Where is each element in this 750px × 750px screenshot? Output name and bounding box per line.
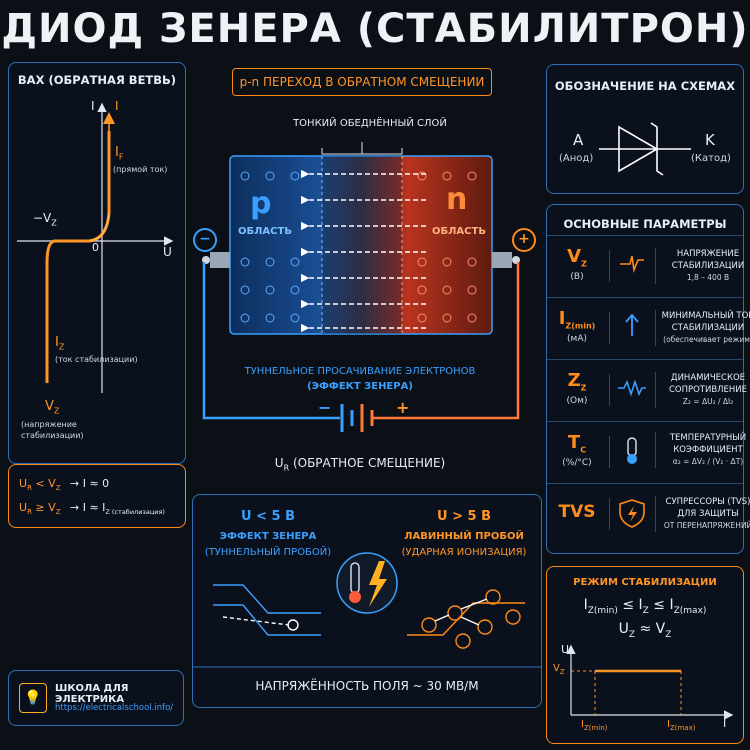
- shield-bolt-icon: [609, 498, 645, 530]
- breakdown-panel: U < 5 B ЭФФЕКТ ЗЕНЕРА (ТУННЕЛЬНЫЙ ПРОБОЙ…: [192, 494, 542, 708]
- vax-iz: IZ: [55, 335, 65, 352]
- zener-condition: U < 5 B: [241, 509, 295, 524]
- rule-1: UR < VZ → I ≈ 0: [19, 477, 110, 493]
- tunnel-text-2: (ЭФФЕКТ ЗЕНЕРА): [307, 381, 413, 392]
- vax-if: IF: [115, 145, 124, 162]
- vax-axis-u: U: [163, 245, 172, 259]
- stab-graph: [566, 644, 734, 720]
- param-symbol: TC: [567, 432, 587, 455]
- arrow-up-icon: [609, 312, 642, 344]
- cathode-label: K: [705, 131, 715, 149]
- avalanche-effect-sub: (УДАРНАЯ ИОНИЗАЦИЯ): [401, 547, 527, 558]
- junction-header: p-n ПЕРЕХОД В ОБРАТНОМ СМЕЩЕНИИ: [232, 68, 492, 96]
- param-unit: (мА): [567, 334, 587, 344]
- param-unit: (Ом): [566, 396, 588, 406]
- avalanche-sketch: [407, 589, 525, 649]
- param-unit: (%/°C): [562, 458, 592, 468]
- page-title: ДИОД ЗЕНЕРА (СТАБИЛИТРОН): [1, 6, 749, 52]
- junction-diagram: [202, 142, 520, 432]
- stab-title: РЕЖИМ СТАБИЛИЗАЦИИ: [573, 577, 717, 588]
- stab-izmin: IZ(min): [581, 719, 608, 732]
- stab-eq-2: UZ ≈ VZ: [618, 621, 672, 640]
- rule-2: UR ≥ VZ → I ≈ IZ (стабилизация): [19, 501, 165, 517]
- resistor-icon: [609, 374, 646, 406]
- vax-rules: UR < VZ → I ≈ 0 UR ≥ VZ → I ≈ IZ (стабил…: [8, 464, 186, 528]
- stab-izmax: IZ(max): [667, 719, 696, 732]
- depletion-label: ТОНКИЙ ОБЕДНЁННЫЙ СЛОЙ: [293, 118, 447, 129]
- tunnel-sketch: [213, 584, 321, 636]
- pn-block: [229, 155, 493, 335]
- stab-vz: VZ: [553, 663, 565, 676]
- vax-graph: [17, 102, 174, 393]
- zener-effect: ЭФФЕКТ ЗЕНЕРА: [219, 531, 317, 542]
- school-url[interactable]: https://electricalschool.info/: [55, 703, 174, 713]
- n-letter: n: [446, 182, 468, 217]
- thermometer-icon: [609, 436, 642, 468]
- p-letter: p: [250, 186, 272, 221]
- vax-neg-vz: −VZ: [33, 211, 57, 228]
- lightbulb-icon: 💡: [19, 683, 47, 713]
- vax-origin: 0: [92, 241, 99, 254]
- minus-terminal: −: [193, 228, 217, 252]
- stab-panel: РЕЖИМ СТАБИЛИЗАЦИИ IZ(min) ≤ IZ ≤ IZ(max…: [546, 566, 744, 744]
- stab-axis-i: I: [723, 717, 727, 730]
- vax-if-desc: (прямой ток): [113, 165, 168, 174]
- battery-icon: [340, 404, 374, 432]
- stab-eq-1: IZ(min) ≤ IZ ≤ IZ(max): [583, 597, 707, 616]
- thermometer-bolt-icon: [336, 552, 398, 614]
- vax-panel: ВАХ (ОБРАТНАЯ ВЕТВЬ) I I U 0 −VZ IF (пря…: [8, 62, 186, 464]
- field-strength: НАПРЯЖЁННОСТЬ ПОЛЯ ~ 30 МВ/М: [255, 679, 479, 693]
- battery-plus: +: [396, 398, 410, 417]
- symbol-panel: ОБОЗНАЧЕНИЕ НА СХЕМАХ A (Анод) K (Катод): [546, 64, 744, 194]
- vax-title: ВАХ (ОБРАТНАЯ ВЕТВЬ): [17, 73, 177, 87]
- plus-terminal: +: [512, 228, 536, 252]
- anode-label: A: [573, 131, 584, 149]
- anode-desc: (Анод): [559, 153, 594, 164]
- carriers: [240, 171, 477, 323]
- tunnel-arrows: [301, 169, 426, 333]
- stab-axis-u: U: [561, 643, 570, 656]
- avalanche-effect: ЛАВИННЫЙ ПРОБОЙ: [404, 531, 524, 542]
- wire-right: [372, 262, 520, 420]
- tunnel-text-1: ТУННЕЛЬНОЕ ПРОСАЧИВАНИЕ ЭЛЕКТРОНОВ: [244, 366, 476, 377]
- param-symbol: VZ: [567, 246, 587, 269]
- reverse-bias-label: UR (ОБРАТНОЕ СМЕЩЕНИЕ): [274, 456, 446, 473]
- n-region: ОБЛАСТЬ: [432, 226, 486, 237]
- param-unit: (B): [570, 272, 584, 282]
- zener-graph-icon: [609, 250, 644, 282]
- zener-diode-symbol-icon: [599, 122, 691, 176]
- zener-effect-sub: (ТУННЕЛЬНЫЙ ПРОБОЙ): [204, 547, 332, 558]
- school-name: ШКОЛА ДЛЯ ЭЛЕКТРИКА: [55, 683, 129, 705]
- cathode-desc: (Катод): [691, 153, 731, 164]
- vax-axis-i: I: [91, 99, 95, 113]
- param-symbol: IZ(min): [558, 308, 596, 331]
- breakdown-illustration: [193, 552, 541, 668]
- param-symbol: TVS: [558, 502, 596, 522]
- p-region: ОБЛАСТЬ: [238, 226, 292, 237]
- vax-axis-i-orange: I: [115, 99, 119, 113]
- vax-vz: VZ: [45, 399, 60, 416]
- param-symbol: ZZ: [567, 370, 587, 393]
- vax-iz-desc: (ток стабилизации): [55, 355, 138, 364]
- avalanche-condition: U > 5 B: [437, 509, 491, 524]
- battery-minus: −: [318, 398, 332, 417]
- symbol-title: ОБОЗНАЧЕНИЕ НА СХЕМАХ: [554, 79, 736, 93]
- school-badge[interactable]: 💡 ШКОЛА ДЛЯ ЭЛЕКТРИКА https://electrical…: [8, 670, 184, 726]
- wire-left: [202, 262, 340, 420]
- params-title: ОСНОВНЫЕ ПАРАМЕТРЫ: [563, 217, 727, 231]
